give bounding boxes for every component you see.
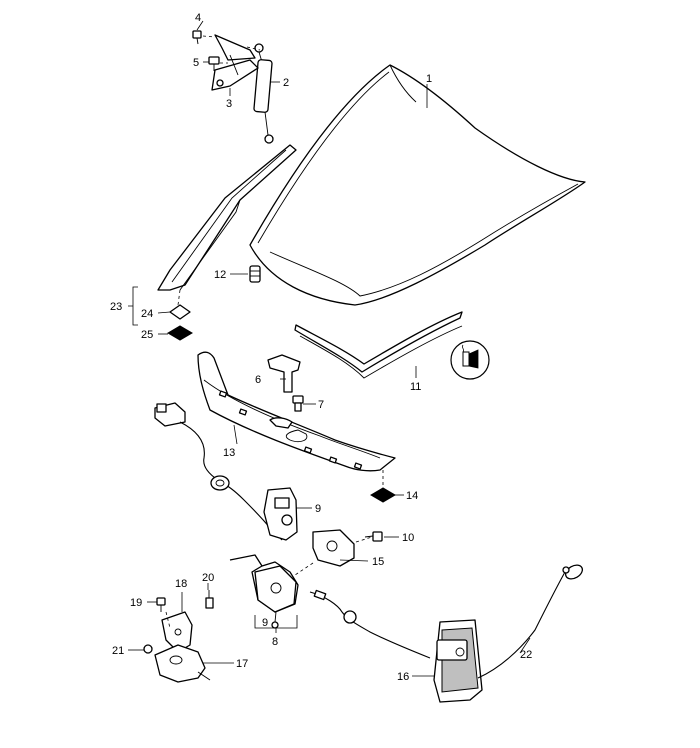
callout-25: 25 — [141, 329, 153, 341]
callout-6: 6 — [255, 374, 261, 386]
screw-5 — [208, 56, 220, 71]
cable-knob — [562, 564, 584, 580]
callout-5: 5 — [193, 57, 199, 69]
callout-22: 22 — [520, 649, 532, 661]
leader-lines — [128, 20, 531, 677]
screw-10 — [364, 531, 383, 542]
callout-11: 11 — [410, 381, 421, 393]
screw-4 — [192, 30, 202, 45]
callout-20: 20 — [202, 572, 214, 584]
callout-17: 17 — [236, 658, 248, 670]
callout-4: 4 — [195, 12, 201, 24]
callout-12: 12 — [214, 269, 226, 281]
pad-14 — [370, 487, 396, 503]
hood-seal — [294, 311, 463, 379]
callout-15: 15 — [372, 556, 384, 568]
plate-dash — [294, 562, 314, 576]
bolt-7 — [292, 395, 304, 412]
screw-21 — [143, 644, 153, 654]
callout-21: 21 — [112, 645, 124, 657]
screw-19 — [156, 597, 166, 612]
cable-clip — [313, 589, 357, 624]
callout-16: 16 — [397, 671, 409, 683]
hinge-bracket — [211, 34, 259, 91]
actuator-motor — [154, 644, 211, 683]
release-cable — [309, 591, 431, 659]
hood-panel — [249, 64, 586, 306]
screw-10-dash — [355, 536, 373, 543]
callout-3: 3 — [226, 98, 232, 110]
strip-dash-line — [177, 289, 181, 306]
callout-13: 13 — [223, 447, 235, 459]
actuator-bracket — [161, 611, 193, 653]
grommet — [210, 475, 230, 491]
seal-strip — [157, 144, 297, 291]
bowden-cable — [477, 571, 566, 679]
release-handle — [433, 619, 483, 703]
callout-2: 2 — [283, 77, 289, 89]
callout-23: 23 — [110, 301, 122, 313]
callout-10: 10 — [402, 532, 414, 544]
callout-9-switch: 9 — [315, 503, 321, 515]
callout-9-lock: 9 — [262, 617, 268, 629]
mounting-plate — [312, 529, 355, 567]
clip-20 — [205, 590, 214, 609]
pad-25 — [167, 325, 193, 341]
callout-7: 7 — [318, 399, 324, 411]
adhesive-tube-icon — [450, 340, 490, 380]
callout-labels: 1 2 3 4 5 6 7 8 9 9 10 11 12 13 14 15 16… — [110, 12, 532, 683]
contact-switch — [154, 402, 186, 427]
actuator-dash — [165, 611, 171, 629]
callout-1: 1 — [426, 73, 432, 85]
callout-19: 19 — [130, 597, 142, 609]
callout-8: 8 — [272, 636, 278, 648]
callout-24: 24 — [141, 308, 153, 320]
cross-member — [197, 351, 396, 472]
pad-24 — [169, 304, 191, 320]
gas-strut — [253, 43, 274, 144]
hinge-dash-guides — [202, 35, 261, 64]
lock-bracket — [267, 354, 301, 393]
microswitch — [263, 487, 298, 541]
hood-lock — [229, 554, 299, 629]
callout-14: 14 — [406, 490, 418, 502]
rubber-buffer — [249, 265, 261, 283]
callout-18: 18 — [175, 578, 187, 590]
